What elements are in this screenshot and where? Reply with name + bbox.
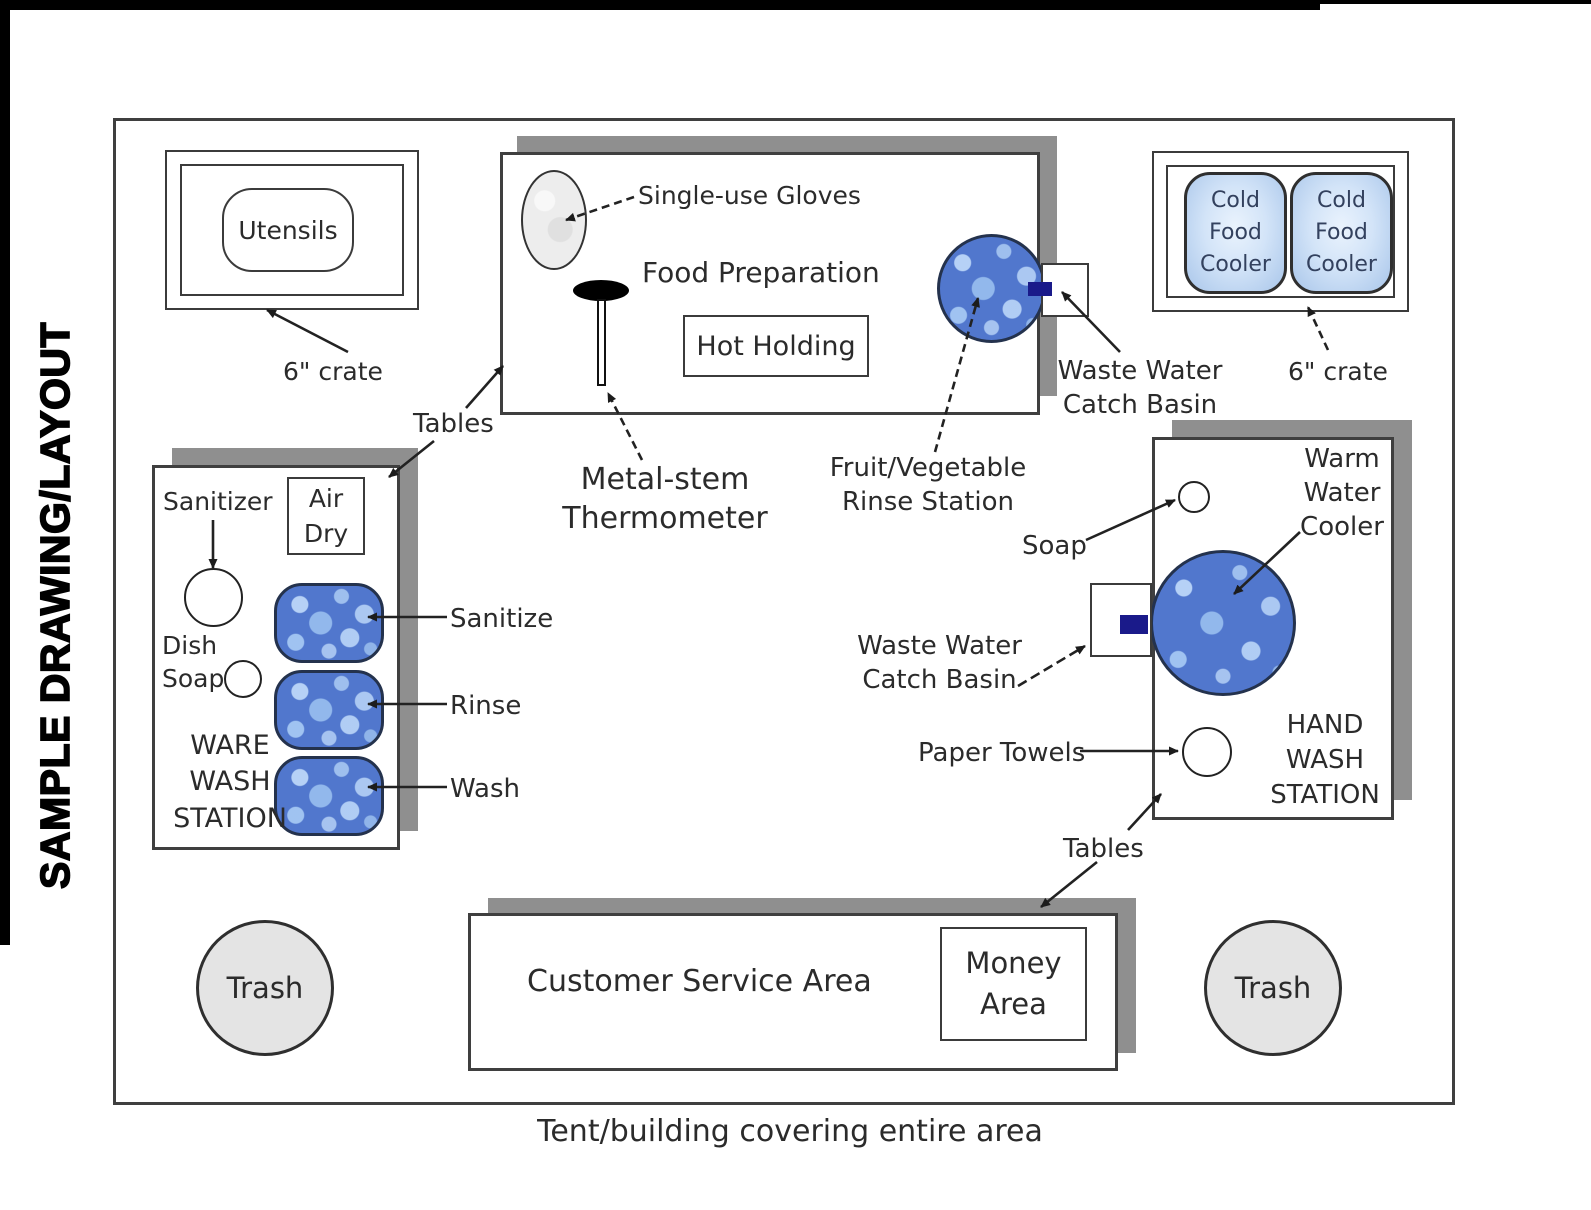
- trash-label-left: Trash: [226, 971, 304, 1005]
- customer-service-label: Customer Service Area: [527, 964, 872, 999]
- trash-can-left: Trash: [196, 920, 334, 1056]
- tables-label-left: Tables: [413, 409, 494, 439]
- rinse-basin: [274, 670, 384, 750]
- hand-wash-line3: STATION: [1270, 780, 1380, 811]
- cooler2-line: Cold: [1317, 188, 1366, 214]
- food-prep-catch-basin-label: Waste Water Catch Basin: [1055, 355, 1225, 423]
- cold-food-cooler-1: Cold Food Cooler: [1184, 172, 1287, 294]
- cooler1-line: Cold: [1211, 188, 1260, 214]
- cooler1-line: Food: [1209, 220, 1262, 246]
- thermometer-label-line2: Thermometer: [562, 501, 768, 536]
- hand-wash-line2: WASH: [1285, 745, 1365, 776]
- crate-label-right: 6" crate: [1288, 357, 1388, 386]
- warm-water-line2: Water: [1303, 477, 1381, 508]
- cooler2-line: Food: [1315, 220, 1368, 246]
- ware-wash-line3: STATION: [173, 802, 287, 834]
- catch-basin-label-line2: Catch Basin: [1062, 389, 1218, 420]
- wash-label: Wash: [450, 774, 521, 804]
- sanitize-label: Sanitize: [450, 604, 554, 634]
- scan-border-left: [0, 0, 10, 945]
- warm-water-cooler-label: Warm Water Cooler: [1282, 443, 1402, 544]
- hot-holding-box: Hot Holding: [683, 315, 869, 377]
- thermometer-head-icon: [573, 280, 629, 301]
- utensils-bin: Utensils: [222, 188, 354, 272]
- rinse-station-label-line2: Rinse Station: [841, 486, 1014, 517]
- scan-border-top-thin: [1320, 0, 1591, 4]
- scan-border-top: [0, 0, 1320, 10]
- crate-label-left: 6" crate: [283, 357, 383, 386]
- air-dry-box: Air Dry: [287, 477, 365, 555]
- thermometer-label-line1: Metal-stem: [580, 462, 750, 497]
- gloves-label: Single-use Gloves: [638, 181, 861, 210]
- cooler1-line: Cooler: [1200, 251, 1271, 277]
- thermometer-stem-icon: [597, 299, 606, 386]
- dish-soap-line1: Dish: [162, 631, 218, 660]
- air-dry-line2: Dry: [303, 519, 349, 548]
- soap-label: Soap: [1022, 531, 1087, 561]
- sanitize-basin: [274, 583, 384, 663]
- warm-water-line1: Warm: [1304, 444, 1380, 474]
- dish-soap-bottle-icon: [224, 660, 262, 698]
- ware-wash-line2: WASH: [189, 766, 271, 798]
- rinse-station-label: Fruit/Vegetable Rinse Station: [818, 452, 1038, 520]
- paper-towels-label: Paper Towels: [918, 738, 1086, 768]
- rinse-label: Rinse: [450, 691, 522, 721]
- hand-wash-catch-basin-label: Waste Water Catch Basin: [852, 630, 1027, 698]
- tent-caption: Tent/building covering entire area: [537, 1114, 1043, 1149]
- rinse-station-label-line1: Fruit/Vegetable: [829, 453, 1027, 483]
- gloves-icon: [521, 170, 587, 270]
- money-area-line1: Money: [965, 946, 1062, 981]
- sanitizer-bucket-icon: [184, 568, 243, 627]
- hand-wash-drain-icon: [1120, 615, 1148, 634]
- money-area-box: Money Area: [940, 927, 1087, 1041]
- ware-wash-line1: WARE: [190, 730, 270, 761]
- paper-towels-icon: [1182, 727, 1232, 777]
- thermometer-label: Metal-stem Thermometer: [560, 460, 770, 538]
- hw-catch-basin-line1: Waste Water: [857, 631, 1022, 661]
- hw-catch-basin-line2: Catch Basin: [862, 664, 1017, 695]
- hot-holding-label: Hot Holding: [696, 330, 856, 362]
- warm-water-cooler-circle: [1150, 550, 1296, 696]
- money-area-line2: Area: [980, 987, 1047, 1021]
- trash-can-right: Trash: [1204, 920, 1342, 1056]
- wash-basin: [274, 756, 384, 836]
- utensils-label: Utensils: [238, 215, 338, 245]
- food-prep-drain-icon: [1028, 282, 1052, 296]
- air-dry-line1: Air: [308, 484, 344, 513]
- ware-wash-station-label: WARE WASH STATION: [150, 728, 310, 837]
- page-title: SAMPLE DRAWING/LAYOUT: [31, 321, 79, 890]
- dish-soap-line2: Soap: [162, 663, 225, 693]
- sanitizer-label: Sanitizer: [163, 487, 273, 516]
- food-prep-title: Food Preparation: [642, 256, 880, 289]
- hand-wash-station-label: HAND WASH STATION: [1258, 708, 1392, 813]
- trash-label-right: Trash: [1234, 971, 1312, 1005]
- hand-wash-line1: HAND: [1286, 710, 1364, 740]
- catch-basin-label-line1: Waste Water: [1057, 356, 1223, 386]
- warm-water-line3: Cooler: [1300, 511, 1384, 542]
- tables-label-right: Tables: [1063, 834, 1144, 864]
- soap-icon: [1178, 481, 1210, 513]
- dish-soap-label: Dish Soap: [162, 630, 224, 695]
- cold-food-cooler-2: Cold Food Cooler: [1290, 172, 1393, 294]
- cooler2-line: Cooler: [1306, 251, 1377, 277]
